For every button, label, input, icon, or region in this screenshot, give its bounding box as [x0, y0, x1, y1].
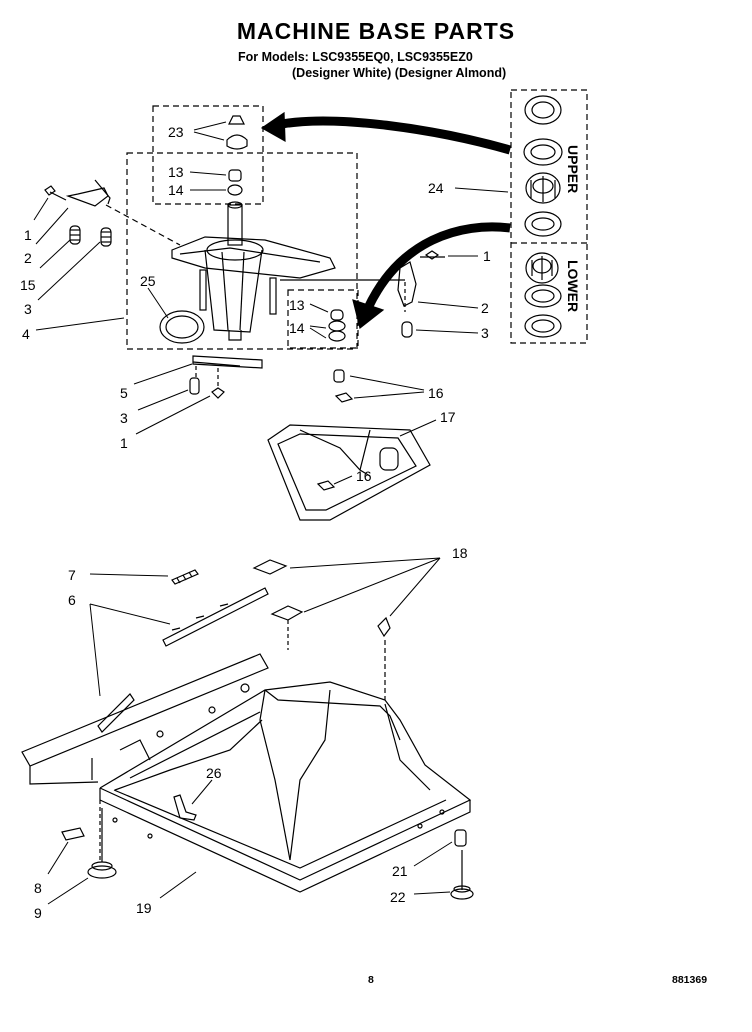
callout-15: 15 [20, 277, 36, 293]
callout-8: 8 [34, 880, 42, 896]
big-arrow-upper [260, 111, 512, 155]
middle-small-parts [159, 309, 346, 399]
callout-23: 23 [168, 124, 184, 140]
bearing-parts-upper [226, 115, 248, 196]
callout-13-lower: 13 [289, 297, 305, 313]
big-arrow-lower [352, 222, 511, 330]
leveling-feet [61, 800, 474, 900]
callout-1-middle: 1 [120, 435, 128, 451]
page-number: 8 [368, 974, 374, 986]
right-bracket-parts [280, 250, 445, 338]
callout-3-right: 3 [481, 325, 489, 341]
transmission-assembly [171, 201, 336, 341]
callout-16-bottom: 16 [356, 468, 372, 484]
callout-14-lower: 14 [289, 320, 305, 336]
callout-17: 17 [440, 409, 456, 425]
callout-4: 4 [22, 326, 30, 342]
callout-19: 19 [136, 900, 152, 916]
callout-2-right: 2 [481, 300, 489, 316]
leader-lines [33, 121, 509, 905]
lower-small-parts [97, 559, 391, 733]
callout-18: 18 [452, 545, 468, 561]
callout-16-top: 16 [428, 385, 444, 401]
callout-5: 5 [120, 385, 128, 401]
callout-numbers: 23 13 14 1 2 15 3 4 25 24 1 2 3 13 14 5 … [20, 124, 491, 921]
callout-24: 24 [428, 180, 444, 196]
callout-21: 21 [392, 863, 408, 879]
callout-13-upper: 13 [168, 164, 184, 180]
seal-kit-parts [523, 95, 563, 338]
callout-22: 22 [390, 889, 406, 905]
document-number: 881369 [672, 974, 708, 986]
colors-line: (Designer White) (Designer Almond) [292, 66, 507, 80]
dashed-group-boxes [126, 89, 588, 350]
suspension-frame [267, 369, 431, 521]
callout-1-left: 1 [24, 227, 32, 243]
callout-25: 25 [140, 273, 156, 289]
lower-label: LOWER [565, 260, 581, 312]
callout-2-left: 2 [24, 250, 32, 266]
callout-7: 7 [68, 567, 76, 583]
callout-14-upper: 14 [168, 182, 184, 198]
left-bracket-parts [44, 179, 181, 247]
callout-1-right: 1 [483, 248, 491, 264]
upper-label: UPPER [565, 145, 581, 193]
callout-3-middle: 3 [120, 410, 128, 426]
page-title: MACHINE BASE PARTS [236, 18, 516, 44]
models-line: For Models: LSC9355EQ0, LSC9355EZ0 [238, 50, 473, 64]
callout-6: 6 [68, 592, 76, 608]
callout-26: 26 [206, 765, 222, 781]
machine-base [21, 653, 472, 893]
callout-3-left: 3 [24, 301, 32, 317]
callout-9: 9 [34, 905, 42, 921]
